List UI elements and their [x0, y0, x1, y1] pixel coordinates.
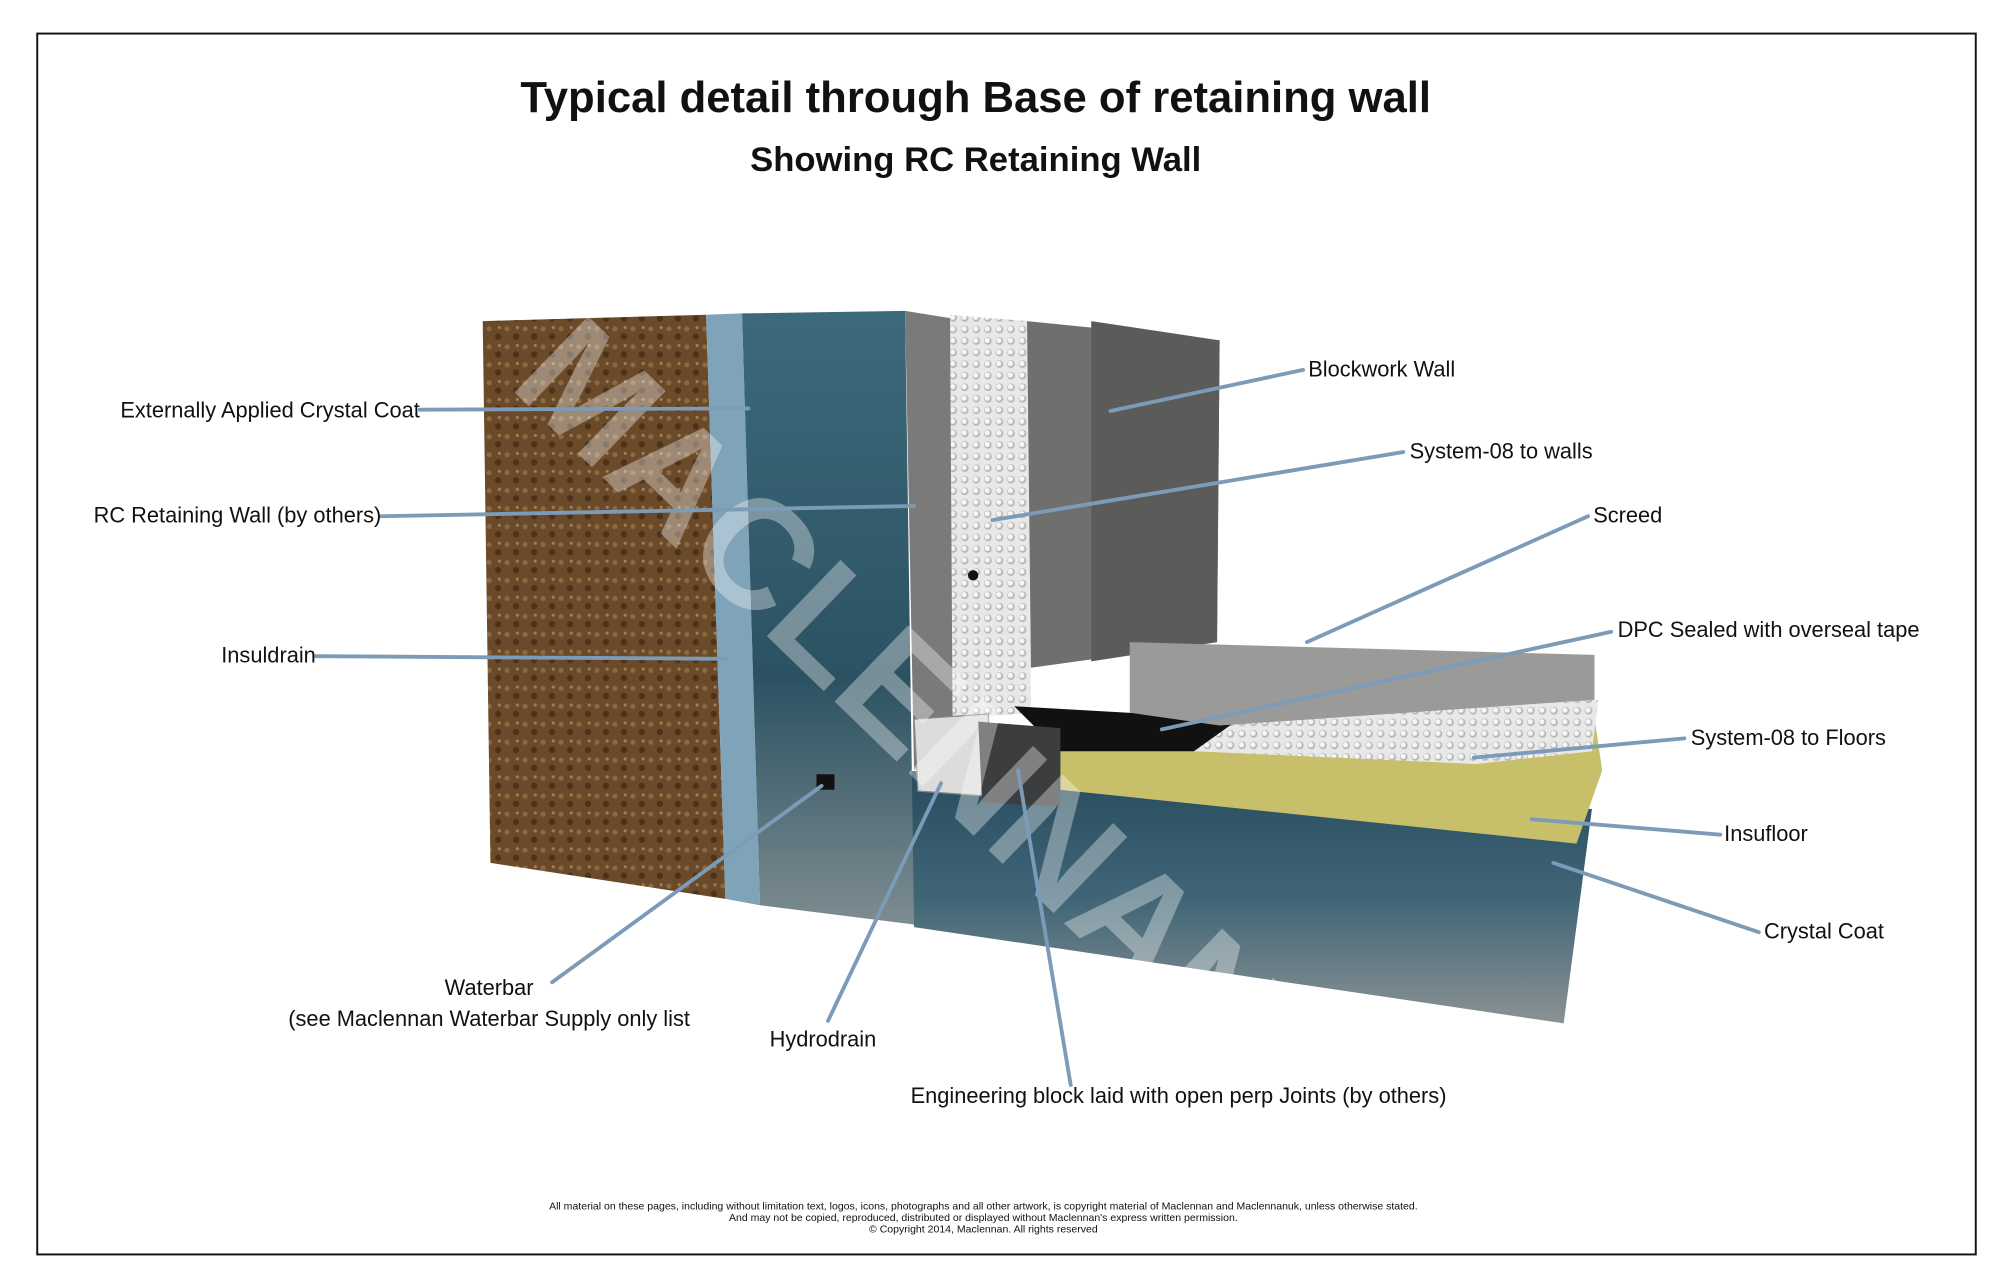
- footer-line-3: © Copyright 2014, Maclennan. All rights …: [869, 1224, 1098, 1236]
- wall-top-face: [905, 310, 953, 771]
- label-waterbar: Waterbar: [445, 975, 534, 1000]
- screed-layer: [1129, 642, 1595, 726]
- label-blockwork-wall: Blockwork Wall: [1308, 356, 1455, 381]
- label-engineering-block: Engineering block laid with open perp Jo…: [911, 1083, 1447, 1108]
- label-system08-floors: System-08 to Floors: [1691, 725, 1886, 750]
- label-insuldrain: Insuldrain: [221, 643, 316, 668]
- labels: Externally Applied Crystal Coat RC Retai…: [94, 356, 1920, 1108]
- page-subtitle: Showing RC Retaining Wall: [750, 141, 1201, 179]
- page-title: Typical detail through Base of retaining…: [520, 73, 1431, 122]
- section-illustration: MACLENNAN: [482, 285, 1603, 1099]
- label-externally-applied-crystal-coat: Externally Applied Crystal Coat: [120, 397, 419, 422]
- label-waterbar-note: (see Maclennan Waterbar Supply only list: [288, 1006, 690, 1031]
- floor-slab: [905, 770, 1592, 1024]
- label-dpc: DPC Sealed with overseal tape: [1618, 617, 1920, 642]
- footer-line-2: And may not be copied, reproduced, distr…: [729, 1212, 1238, 1224]
- label-system08-walls: System-08 to walls: [1410, 438, 1593, 463]
- rc-retaining-wall: [742, 310, 915, 925]
- label-hydrodrain: Hydrodrain: [770, 1026, 877, 1051]
- soil-backfill: [482, 314, 726, 899]
- label-crystal-coat: Crystal Coat: [1764, 919, 1884, 944]
- system08-wall-membrane: [950, 314, 1031, 720]
- membrane-outlet: [967, 570, 979, 581]
- copyright-footer: All material on these pages, including w…: [549, 1201, 1418, 1236]
- engineering-block: [978, 721, 1061, 807]
- footer-line-1: All material on these pages, including w…: [549, 1201, 1418, 1213]
- label-screed: Screed: [1593, 503, 1662, 528]
- label-rc-retaining-wall: RC Retaining Wall (by others): [94, 503, 382, 528]
- label-insufloor: Insufloor: [1724, 821, 1808, 846]
- system08-floor-membrane: [1193, 699, 1599, 765]
- leader-lines: [313, 367, 1761, 1087]
